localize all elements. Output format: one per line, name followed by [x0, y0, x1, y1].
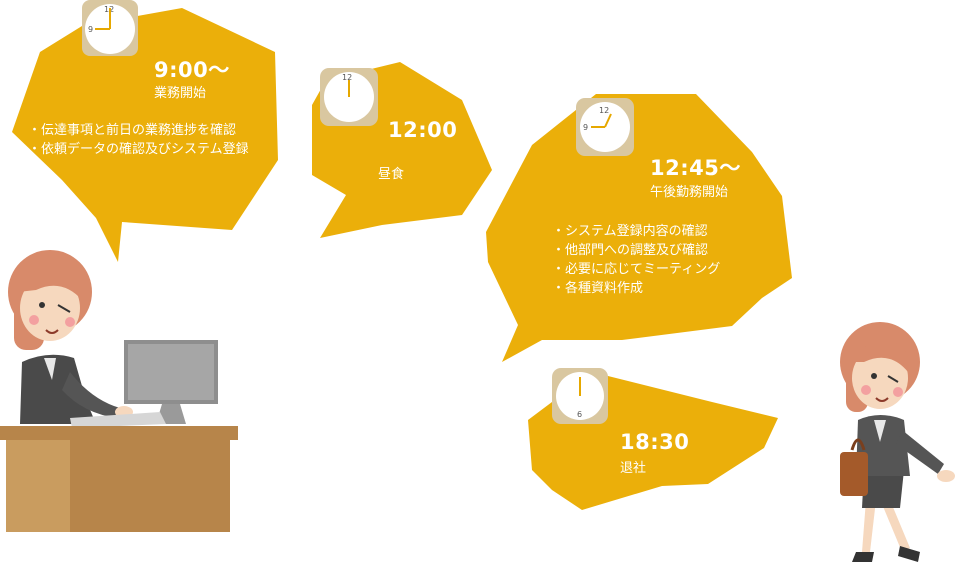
clock-icon: 12 9 [82, 0, 138, 56]
clock-number: 12 [342, 73, 352, 82]
task-item: ・他部門への調整及び確認 [552, 243, 709, 258]
event-label: 業務開始 [154, 86, 207, 101]
task-item: ・各種資料作成 [552, 281, 644, 296]
task-item: ・依頼データの確認及びシステム登録 [28, 142, 249, 157]
clock-icon: 12 9 [576, 98, 634, 156]
time-label: 9:00〜 [154, 58, 230, 82]
clock-number: 12 [599, 106, 609, 115]
event-label: 昼食 [378, 167, 405, 182]
time-label: 12:45〜 [650, 156, 741, 180]
clock-number: 9 [583, 123, 588, 132]
clock-number: 6 [577, 410, 582, 419]
clock-icon: 12 [320, 68, 378, 126]
task-list: ・システム登録内容の確認 ・他部門への調整及び確認 ・必要に応じてミーティング … [552, 222, 720, 298]
task-item: ・システム登録内容の確認 [552, 224, 708, 239]
task-list: ・伝達事項と前日の業務進捗を確認 ・依頼データの確認及びシステム登録 [28, 121, 249, 159]
office-worker-at-desk [0, 250, 238, 532]
clock-number: 9 [88, 25, 93, 34]
bubble-afternoon [486, 94, 792, 362]
time-label: 12:00 [388, 118, 458, 142]
clock-icon: 6 [552, 368, 608, 424]
time-label: 18:30 [620, 430, 690, 454]
bubble-morning [12, 8, 278, 262]
task-item: ・必要に応じてミーティング [552, 262, 721, 277]
event-label: 退社 [620, 461, 647, 476]
event-label: 午後勤務開始 [650, 185, 729, 200]
task-item: ・伝達事項と前日の業務進捗を確認 [28, 123, 237, 138]
office-worker-walking [840, 322, 955, 562]
